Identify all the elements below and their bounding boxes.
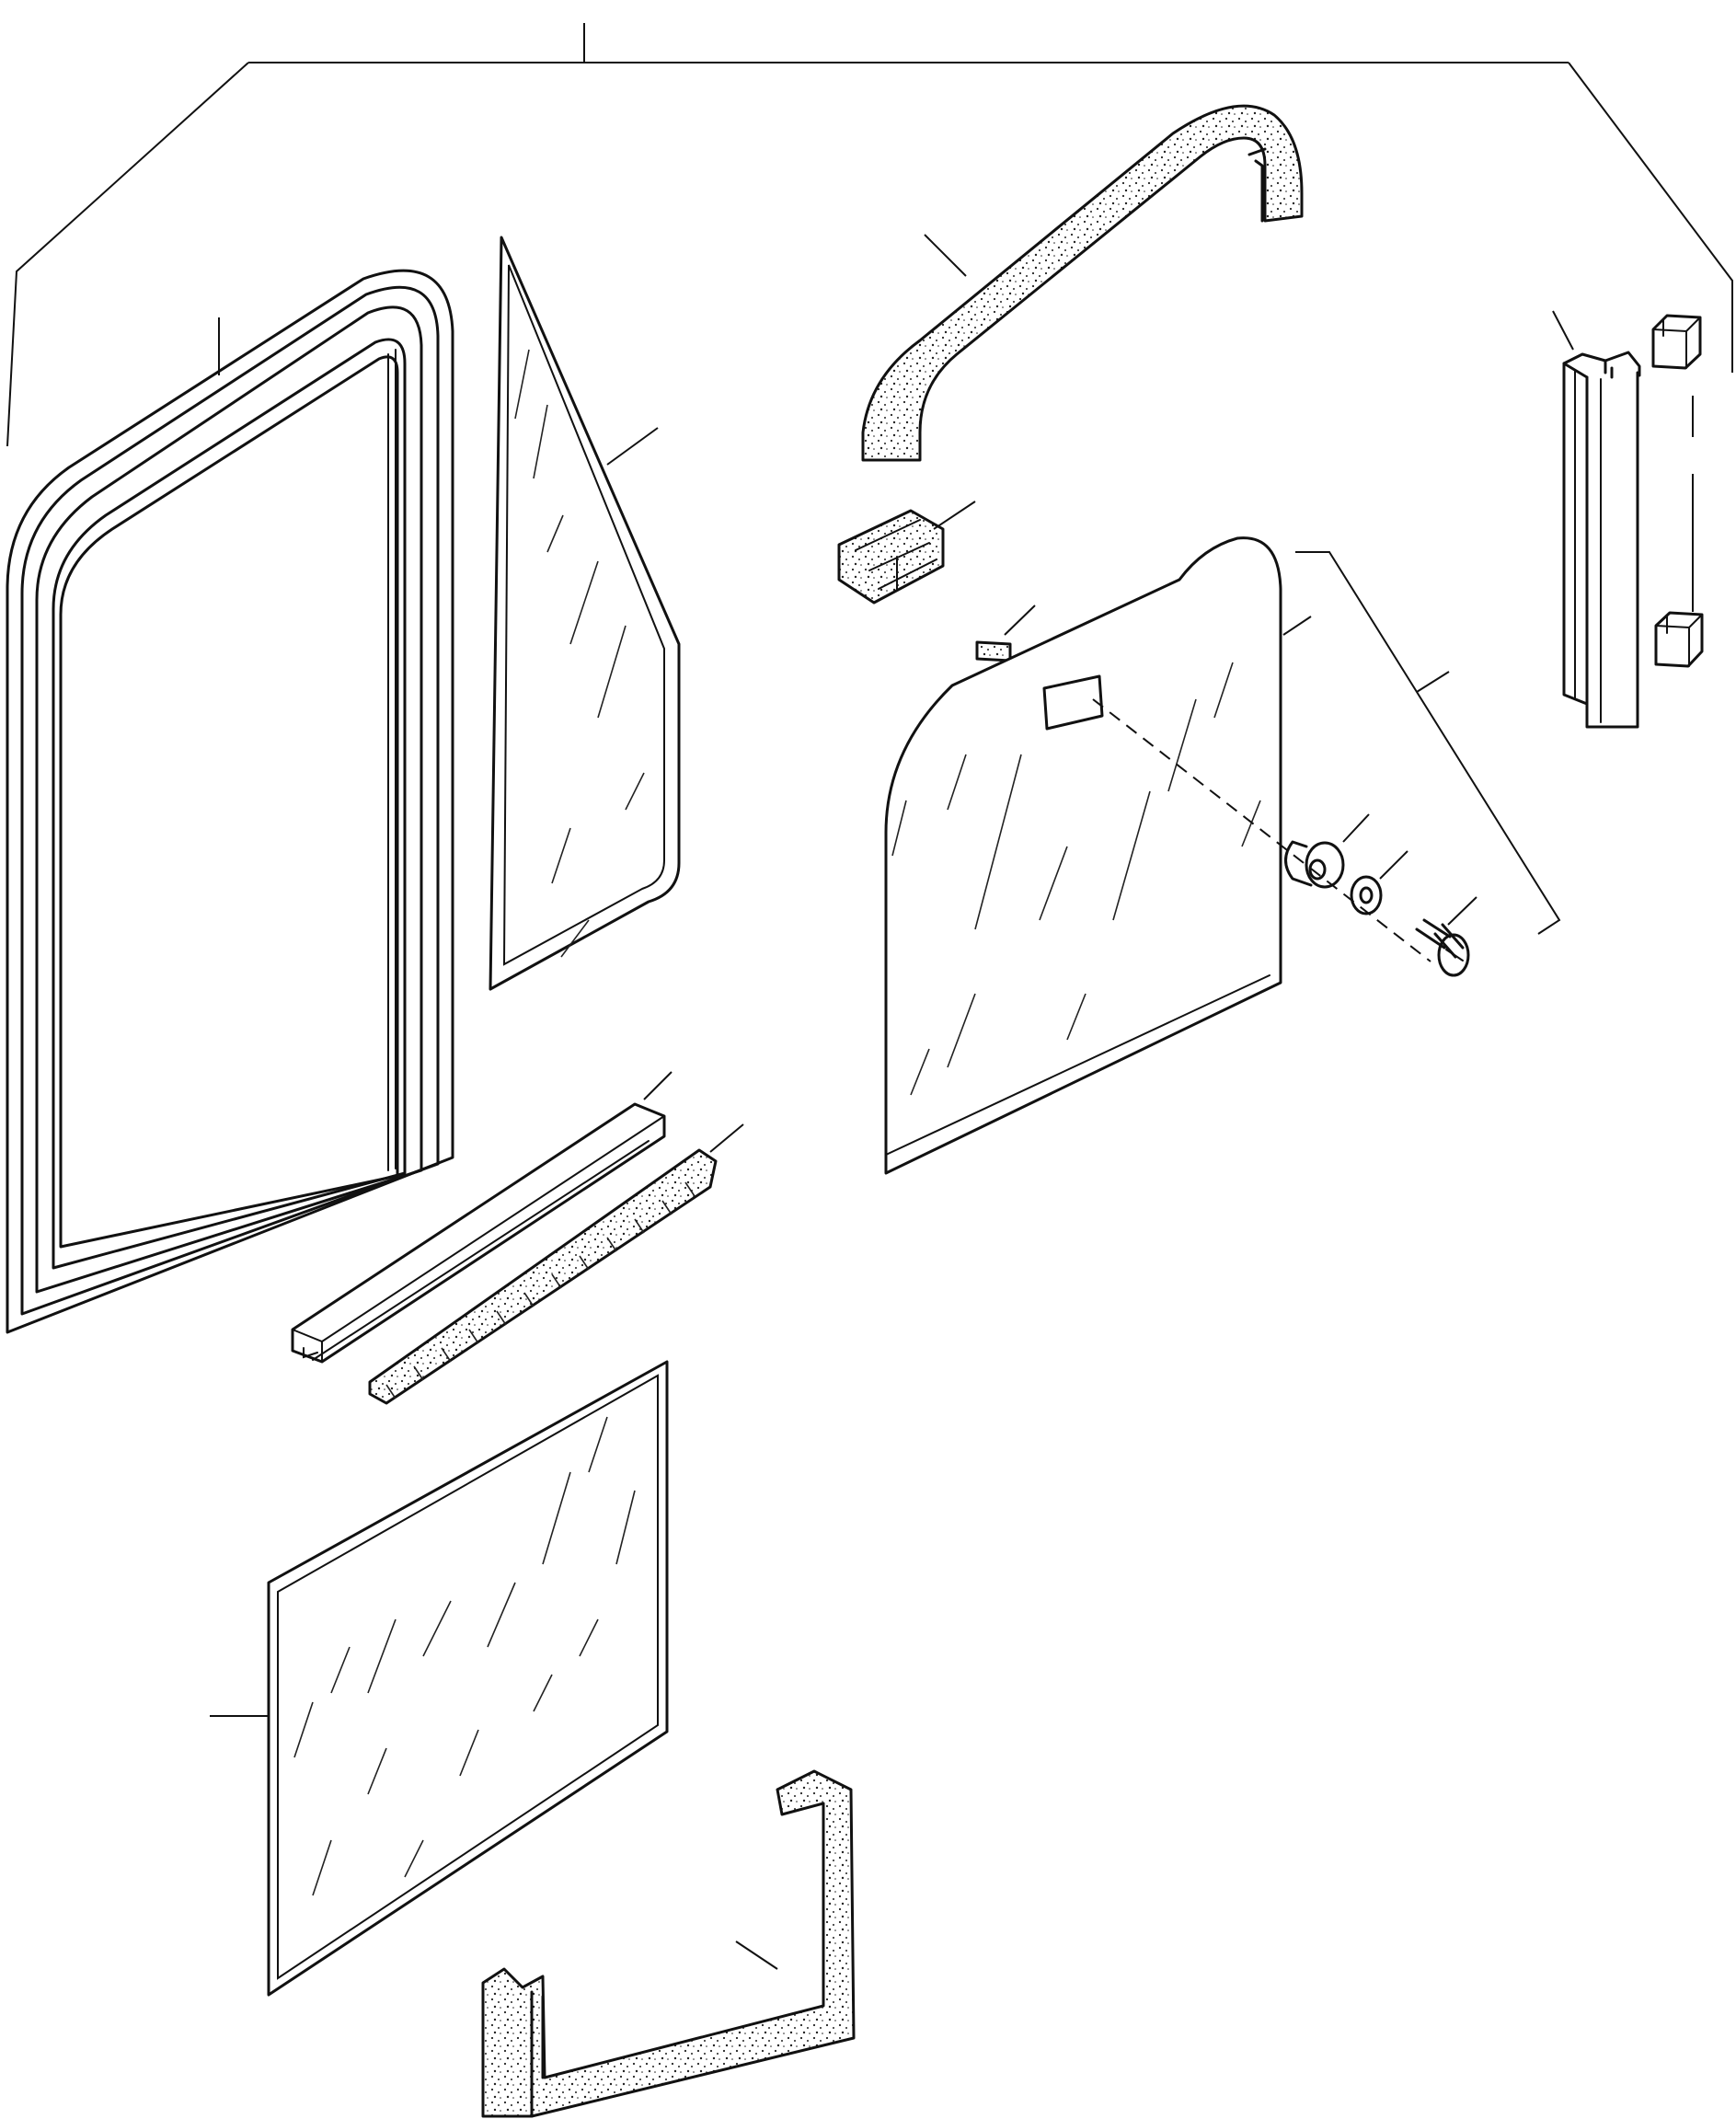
sliding-glass-bracket: [1295, 551, 1561, 935]
triangle-glass: [489, 236, 681, 991]
washer: [1350, 850, 1408, 916]
channel-cap-top: [1651, 314, 1702, 370]
window-frame: [6, 269, 454, 1334]
fastener-axis: [1092, 698, 1431, 962]
brush-seal: [368, 1123, 744, 1405]
assembly-bracket: [6, 23, 1733, 447]
vertical-channel: [1552, 310, 1641, 729]
sliding-glass: [884, 536, 1312, 1175]
bottom-seal: [481, 1769, 856, 2118]
lower-rail: [291, 1071, 673, 1364]
guide-clip: [837, 501, 976, 605]
spacer: [1284, 813, 1370, 889]
lower-glass: [210, 1360, 669, 1997]
screw: [1415, 896, 1477, 977]
arch-seal: [861, 104, 1304, 462]
channel-cap-bottom: [1654, 611, 1704, 668]
